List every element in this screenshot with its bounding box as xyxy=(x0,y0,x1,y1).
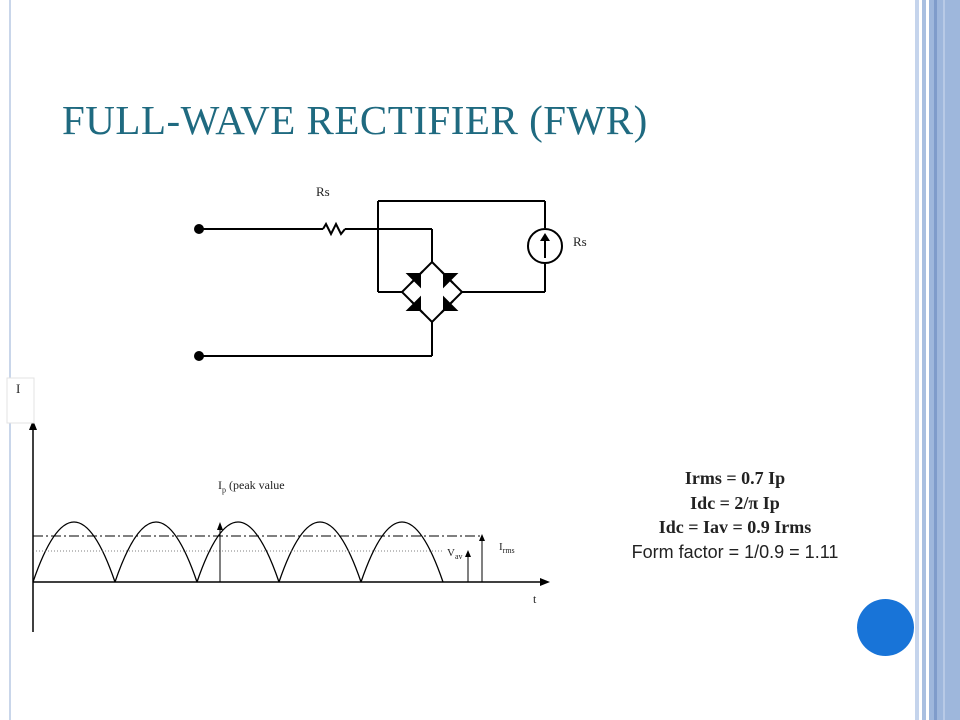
wave-hump-5 xyxy=(360,521,444,583)
diode-top-right xyxy=(440,270,459,289)
formula-block: Irms = 0.7 Ip Idc = 2/π Ip Idc = Iav = 0… xyxy=(590,466,880,564)
formula-form-factor: Form factor = 1/0.9 = 1.11 xyxy=(631,541,839,562)
peak-value-label: Ip (peak value xyxy=(218,478,285,495)
resistor-label: Rs xyxy=(316,184,330,199)
y-axis-label: I xyxy=(16,381,21,396)
x-axis-label: t xyxy=(533,592,537,606)
formula-idc-irms: Idc = Iav = 0.9 Irms xyxy=(658,517,812,537)
wave-hump-1 xyxy=(32,521,116,583)
wave-hump-4 xyxy=(278,521,362,583)
wave-hump-2 xyxy=(114,521,198,583)
current-source-symbol xyxy=(527,228,563,264)
waveform-plot xyxy=(29,420,550,632)
wave-hump-3 xyxy=(196,521,280,583)
diode-top-left xyxy=(405,270,424,289)
formula-idc-peak: Idc = 2/π Ip xyxy=(690,492,780,513)
accent-circle xyxy=(857,599,914,656)
diode-bottom-left xyxy=(405,295,424,314)
source-label: Rs xyxy=(573,234,587,249)
resistor-symbol xyxy=(322,221,346,237)
formula-irms: Irms = 0.7 Ip xyxy=(684,468,786,488)
diode-bottom-right xyxy=(440,295,459,314)
vav-label: Vav xyxy=(447,547,463,562)
slide-title: FULL-WAVE RECTIFIER (FWR) xyxy=(62,97,648,143)
irms-label: Irms xyxy=(499,541,515,556)
left-decorative-rule xyxy=(9,0,11,720)
bridge-diamond xyxy=(400,260,464,324)
right-decorative-band xyxy=(915,0,960,720)
